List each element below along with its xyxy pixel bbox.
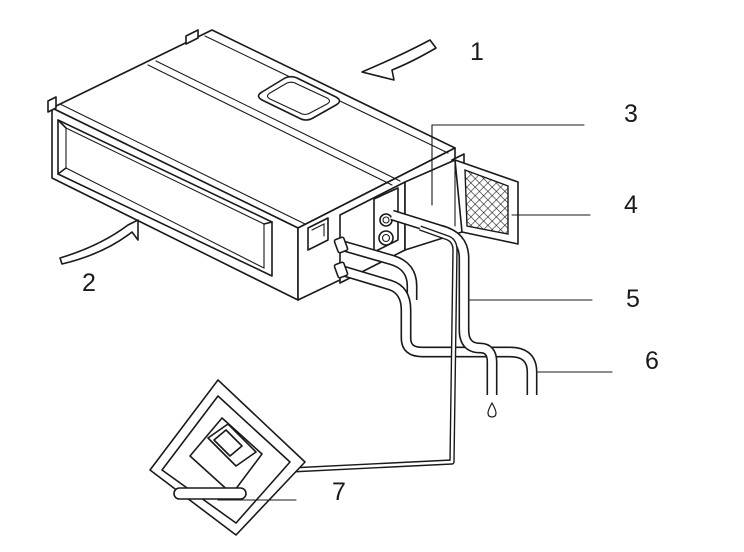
hanging-bracket [47,29,465,251]
leader-lines [217,124,613,501]
callout-6: 6 [645,347,659,375]
wired-controller [149,379,306,536]
drain-pipe [390,209,498,418]
callout-7: 7 [332,478,346,506]
indoor-unit [47,29,465,301]
callout-5: 5 [626,285,640,313]
callout-2: 2 [82,269,96,297]
air-filter [454,159,519,245]
control-wire [289,225,458,473]
airflow-arrow-inlet [361,39,437,81]
refrigerant-pipes [333,236,538,395]
top-access-hatch [257,75,341,121]
callout-numbers: 1 2 3 4 5 6 7 [82,38,659,506]
callout-4: 4 [624,191,638,219]
airflow-arrow-outlet [59,219,139,265]
air-outlet [57,119,273,277]
water-drop-icon [487,401,497,418]
callout-3: 3 [624,100,638,128]
callout-1: 1 [470,38,484,66]
